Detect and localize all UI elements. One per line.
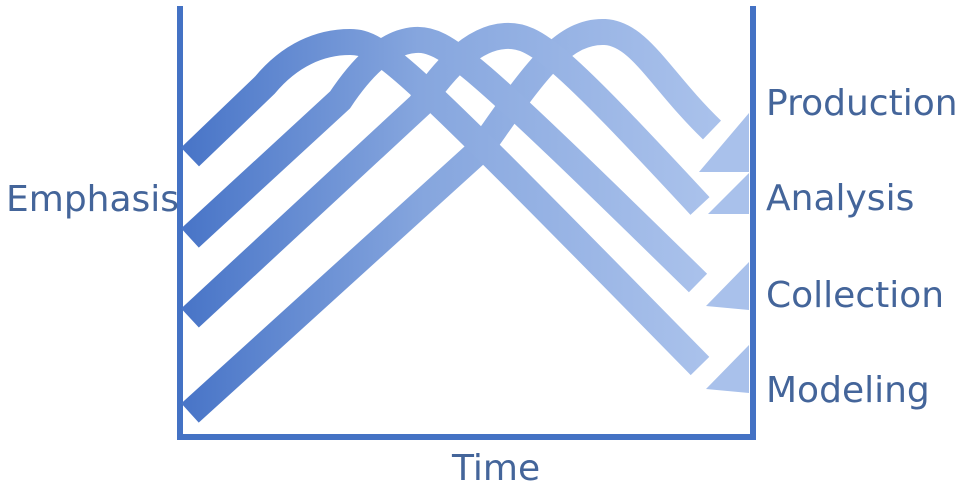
- x-axis-label: Time: [452, 448, 541, 489]
- arrow-production: [180, 28, 749, 393]
- arrowhead: [706, 345, 749, 393]
- y-axis-label: Emphasis: [6, 179, 180, 220]
- label-modeling: Modeling: [766, 370, 930, 411]
- label-collection: Collection: [766, 275, 945, 316]
- arrow-collection: [181, 22, 749, 328]
- arrowhead: [708, 173, 749, 214]
- label-production: Production: [766, 83, 957, 124]
- arrowhead: [699, 113, 749, 172]
- arrow-analysis: [181, 26, 749, 310]
- arrowhead: [706, 262, 749, 310]
- arrow-body: [180, 28, 710, 376]
- label-analysis: Analysis: [766, 178, 915, 219]
- diagram-frame: [177, 6, 756, 440]
- arrow-body: [181, 26, 708, 293]
- arrow-body: [181, 22, 710, 328]
